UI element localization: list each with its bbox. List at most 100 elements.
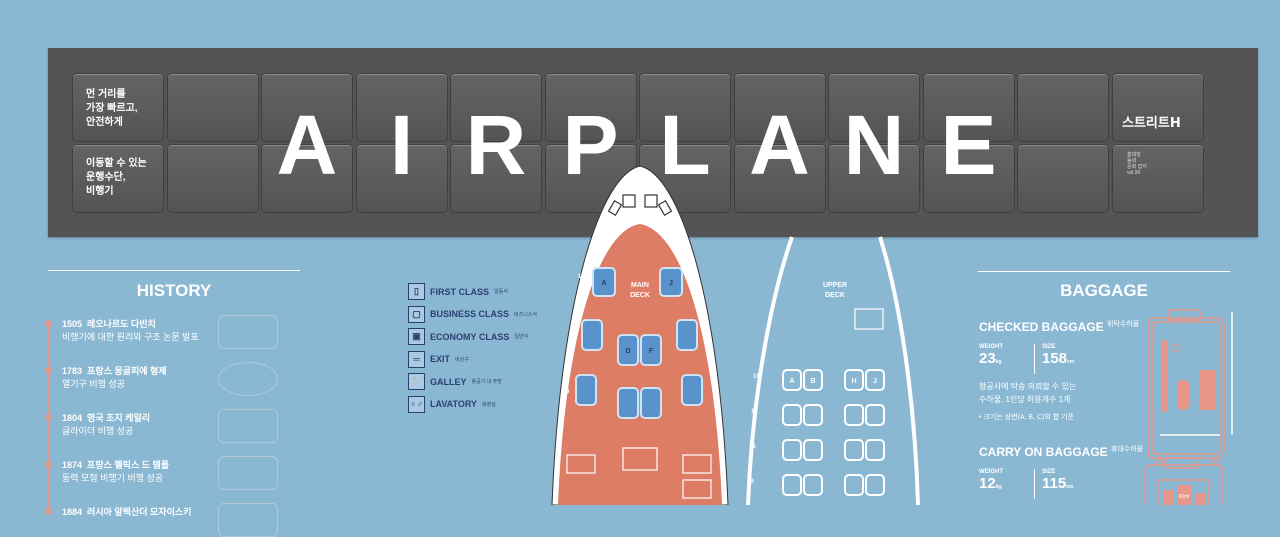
title-letter: L <box>659 98 711 192</box>
checked-title: CHECKED BAGGAGE <box>979 320 1104 334</box>
history-year: 1874 <box>62 460 83 470</box>
history-illustration <box>218 456 278 490</box>
seat-letter: H <box>851 378 856 385</box>
board-tile <box>1112 145 1203 212</box>
intro-line: 이동할 수 있는 <box>86 158 147 169</box>
business-class-seat <box>676 319 698 351</box>
seat-letter: A <box>601 280 606 287</box>
row-number: 19 <box>747 479 754 485</box>
history-title: 프랑스 펠릭스 드 템플 <box>87 460 170 470</box>
legend-ko: 항공기 내 주방 <box>471 379 502 385</box>
history-illustration <box>218 315 278 349</box>
carry-title: CARRY ON BAGGAGE <box>979 445 1108 459</box>
divider <box>1034 469 1035 499</box>
row-number: 1 <box>578 274 582 280</box>
desc-line: 항공사에 탁송 의뢰할 수 있는 <box>979 382 1077 391</box>
galley-icon: 🍴 <box>408 373 425 390</box>
logo-sub-line: vol.90 <box>1127 170 1141 176</box>
board-tile <box>451 145 541 212</box>
history-year: 1884 <box>62 507 83 517</box>
upper-deck-label: DECK <box>825 292 845 299</box>
history-desc: 동력 모형 비행기 비행 성공 <box>62 473 164 483</box>
board-tile <box>1018 145 1108 212</box>
stat-label: SIZE <box>1042 469 1056 475</box>
legend-label: FIRST CLASS <box>430 286 490 297</box>
stat-value: 23 <box>979 350 996 367</box>
upper-deck-outline <box>746 236 920 505</box>
board-tile <box>356 145 447 212</box>
timeline-dot <box>45 320 52 327</box>
stat-value: 158 <box>1042 350 1068 367</box>
stat-unit: kg <box>995 359 1002 365</box>
legend-label: EXIT <box>430 354 451 364</box>
checked-note: • 크기는 삼변(A, B, C)의 합 기준 <box>979 414 1075 421</box>
row-number: 2 <box>572 332 576 338</box>
seat-letter: A <box>789 378 794 385</box>
business-class-seat <box>640 387 662 419</box>
business-class-seat <box>681 374 703 406</box>
history-desc: 글라이더 비행 성공 <box>62 426 134 436</box>
checked-ko: 위탁수하물 <box>1107 321 1140 328</box>
economy-class-seat <box>844 369 864 391</box>
timeline-dot <box>45 461 52 468</box>
seat-letter: B <box>810 378 815 385</box>
board-tile <box>1018 74 1108 141</box>
title-letter: I <box>389 98 414 192</box>
business-class-seat <box>617 334 639 366</box>
history-year: 1804 <box>62 413 83 423</box>
board-tile <box>734 145 825 212</box>
seat-letter: J <box>873 378 877 385</box>
seat-letter: J <box>669 280 673 287</box>
legend-label: GALLEY <box>430 376 467 387</box>
intro-top: 먼 거리를 가장 빠르고, 안전하게 <box>86 88 138 130</box>
board-tile <box>262 145 352 212</box>
board-tile <box>923 74 1014 141</box>
lavatory-icon <box>566 454 596 474</box>
board-tile <box>829 145 919 212</box>
intro-line: 비행기 <box>86 186 114 197</box>
stat-label: SIZE <box>1042 344 1056 350</box>
stat-label: WEIGHT <box>979 344 1003 350</box>
main-deck-label: MAIN <box>631 282 649 289</box>
business-class-seat-icon: ▢ <box>408 305 425 323</box>
history-title: 레오나르도 다빈치 <box>87 319 156 329</box>
divider <box>1034 344 1035 374</box>
row-number: 16 <box>753 374 760 380</box>
title-letter: N <box>843 98 905 192</box>
board-tile <box>451 74 541 141</box>
economy-class-seat <box>865 474 885 496</box>
legend-ko: 비상구 <box>455 356 469 363</box>
history-divider <box>48 270 300 271</box>
business-class-seat <box>617 387 639 419</box>
board-tile <box>1112 74 1203 141</box>
intro-line: 먼 거리를 <box>86 89 126 100</box>
stat-value: 115 <box>1042 475 1067 492</box>
lavatory-icon: ♀♂ <box>408 395 425 413</box>
board-tile <box>640 74 730 141</box>
stat-unit: cm <box>1066 484 1074 490</box>
logo-sub-line: 홍대앞 <box>1127 152 1141 158</box>
economy-class-seat <box>803 404 823 426</box>
title-letter: A <box>749 98 810 192</box>
history-year: 1783 <box>62 366 83 376</box>
desc-line: 수하물, 1인당 허용개수 1개 <box>979 395 1071 404</box>
title-letter: P <box>562 98 619 192</box>
economy-class-seat <box>782 404 802 426</box>
legend-ko: 일등석 <box>494 289 508 295</box>
economy-class-seat <box>803 369 823 391</box>
checked-baggage-heading: CHECKED BAGGAGE 위탁수하물 <box>979 319 1139 334</box>
history-illustration <box>218 409 278 443</box>
history-illustration <box>218 362 278 396</box>
title-letter: A <box>276 98 338 192</box>
intro-line: 안전하게 <box>86 117 123 128</box>
board-tile <box>734 74 825 141</box>
board-tile <box>167 145 258 212</box>
timeline-dot <box>45 367 52 374</box>
legend-label: LAVATORY <box>430 399 477 409</box>
logo-subtitle: 홍대앞 동네 문화 잡지 vol.90 <box>1127 152 1147 176</box>
